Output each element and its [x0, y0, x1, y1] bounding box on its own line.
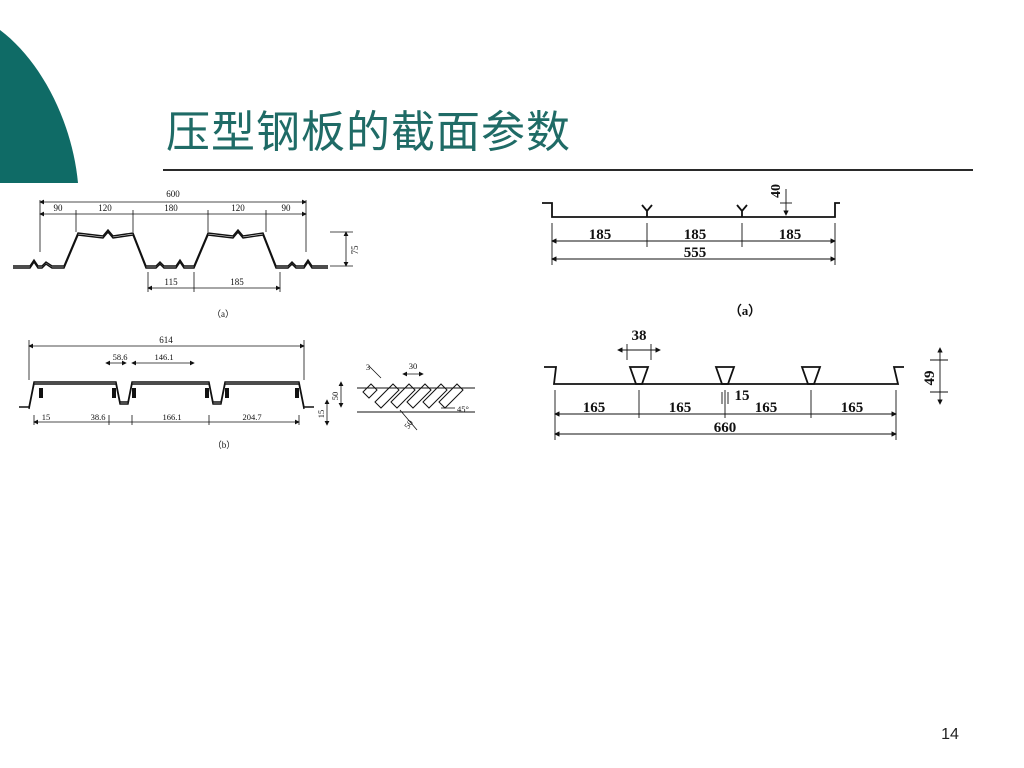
dim-label: 49 [922, 371, 938, 386]
dim-label: 50 [402, 418, 415, 431]
dim-label: 180 [164, 203, 178, 213]
dim-label: 45° [457, 404, 469, 414]
profile-drawing-a-left: 600 90 120 180 120 90 75 115 185 （a） [13, 189, 360, 319]
dim-label: 40 [769, 184, 784, 198]
profile-drawing-a-right: 40 185 185 185 555 （a） [542, 184, 840, 318]
dim-label: 50 [330, 392, 340, 401]
embossment-slot [422, 383, 448, 409]
dim-label: 185 [779, 227, 802, 243]
rib [714, 366, 736, 385]
dim-label: 120 [98, 203, 112, 213]
flange-stiffener [39, 388, 43, 398]
sheet-profile [13, 228, 328, 267]
dim-label: 38.6 [91, 412, 106, 422]
dim-label: 204.7 [242, 412, 261, 422]
dim-label: 75 [350, 245, 360, 255]
dim-label: 614 [159, 335, 173, 345]
embossment-slot [390, 383, 416, 409]
embossment-detail: 3 30 50 45° [357, 361, 475, 431]
dim-label: 166.1 [162, 412, 181, 422]
flange-stiffener [205, 388, 209, 398]
dim-label: 600 [166, 189, 180, 199]
rib [641, 204, 653, 217]
sheet-profile [19, 381, 314, 408]
dim-label: 90 [54, 203, 64, 213]
dim-label: 3 [366, 362, 370, 372]
dim-label: 120 [231, 203, 245, 213]
page-number: 14 [941, 726, 959, 743]
profile-drawing-b-right: 38 15 49 165 165 165 165 660 [544, 328, 948, 440]
embossment-slot [406, 383, 432, 409]
flange-stiffener [112, 388, 116, 398]
dim-label: 185 [230, 277, 244, 287]
corner-decoration [0, 30, 78, 183]
rib [628, 366, 650, 385]
embossment-slot [362, 383, 378, 399]
rib [736, 204, 748, 217]
flange-stiffener [132, 388, 136, 398]
figure-caption: （a） [729, 303, 762, 318]
dim-label: 90 [282, 203, 292, 213]
dim-label: 660 [714, 420, 737, 436]
dim-label: 165 [583, 400, 606, 416]
dim-label: 15 [735, 388, 750, 404]
embossment-slot [438, 383, 464, 409]
sheet-profile [542, 202, 840, 218]
dim-label: 165 [841, 400, 864, 416]
title-divider [163, 169, 973, 171]
dim-label: 38 [632, 328, 647, 344]
dim-label: 165 [669, 400, 692, 416]
dim-label: 146.1 [154, 352, 173, 362]
dim-label: 555 [684, 245, 707, 261]
dim-label: 115 [164, 277, 178, 287]
flange-stiffener [225, 388, 229, 398]
figure-caption: （b） [213, 440, 236, 450]
flange-stiffener [295, 388, 299, 398]
dim-label: 15 [316, 410, 326, 419]
dim-label: 15 [42, 412, 51, 422]
corner-teal-shape [0, 30, 78, 183]
sheet-profile [544, 366, 904, 385]
dim-label: 185 [684, 227, 707, 243]
dim-label: 185 [589, 227, 612, 243]
profile-drawing-b-left: 614 58.6 146.1 15 38.6 166.1 204.7 15 50… [19, 335, 344, 450]
embossment-slot [374, 383, 400, 409]
dim-label: 58.6 [113, 352, 128, 362]
figure-caption: （a） [212, 309, 234, 319]
dim-label: 30 [409, 361, 418, 371]
slide-title: 压型钢板的截面参数 [166, 107, 571, 158]
dim-label: 165 [755, 400, 778, 416]
rib [800, 366, 822, 385]
